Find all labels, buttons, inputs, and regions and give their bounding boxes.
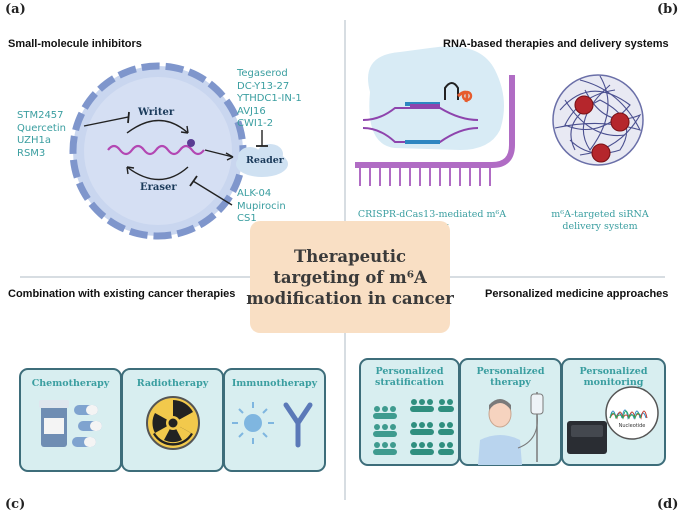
eraser-label: Eraser (140, 182, 177, 193)
crispr-graphic (355, 46, 515, 186)
eraser-inhibitor: Mupirocin (237, 200, 286, 212)
reader-inhibitor: Tegaserod (237, 68, 288, 79)
approach-title-line: therapy (490, 377, 531, 388)
panel-a-title: Small-molecule inhibitors (8, 38, 142, 50)
approach-tiles: Nucleotide (359, 358, 666, 466)
central-theme-box: Therapeutic targeting of m⁶A modificatio… (246, 221, 454, 333)
monitor-nucleotide-label: Nucleotide (619, 423, 646, 429)
therapy-title-immunotherapy: Immunotherapy (231, 378, 318, 389)
therapy-title-chemotherapy: Chemotherapy (31, 378, 110, 389)
writer-label: Writer (138, 107, 175, 118)
approach-title-line: Personalized (579, 366, 648, 377)
writer-inhibitor: Quercetin (17, 122, 66, 134)
approach-title-line: Personalized (375, 366, 444, 377)
approach-title-monitoring: Personalized monitoring (562, 366, 665, 388)
m6a-mark (187, 139, 195, 147)
rna-strand (107, 144, 205, 156)
sirna-nanoparticle (552, 74, 644, 166)
therapy-tiles (19, 368, 326, 472)
nucleus-graphic (69, 62, 247, 240)
eraser-inhibitor: CS1 (237, 213, 257, 224)
eraser-inhibitor: ALK-04 (237, 188, 272, 199)
panel-c-label: (c) (5, 497, 26, 512)
writer-inhibitor: RSM3 (17, 147, 46, 159)
eraser-inhibitor-list: ALK-04 Mupirocin CS1 (237, 188, 286, 226)
reader-inhibitor: CWI1-2 (237, 118, 274, 129)
panel-d-label: (d) (657, 497, 679, 512)
reader-inhibitor: YTHDC1-IN-1 (237, 93, 302, 104)
therapy-title-radiotherapy: Radiotherapy (136, 378, 209, 389)
panel-a-label: (a) (5, 2, 26, 17)
sirna-caption-line: delivery system (562, 221, 638, 232)
sirna-caption: m⁶A-targeted siRNA delivery system (540, 209, 660, 233)
writer-inhibitor: STM2457 (17, 110, 64, 121)
sirna-caption-line: m⁶A-targeted siRNA (551, 209, 649, 220)
approach-title-therapy: Personalized therapy (460, 366, 561, 388)
panel-b-label: (b) (657, 2, 679, 17)
reader-label: Reader (246, 155, 284, 166)
panel-b-title: RNA-based therapies and delivery systems (443, 38, 669, 50)
panel-c-title: Combination with existing cancer therapi… (8, 288, 236, 300)
approach-title-line: monitoring (583, 377, 644, 388)
crispr-caption-line: CRISPR-dCas13-mediated m⁶A (357, 209, 507, 220)
writer-inhibitor-list: STM2457 Quercetin UZH1a RSM3 (17, 110, 66, 160)
approach-title-line: stratification (375, 377, 444, 388)
central-theme-line: modification in cancer (246, 288, 454, 308)
panel-d-title: Personalized medicine approaches (485, 288, 669, 300)
reader-inhibitor: DC-Y13-27 (237, 80, 290, 92)
approach-title-line: Personalized (476, 366, 545, 377)
central-theme-line: targeting of m⁶A (273, 267, 427, 287)
central-theme-line: Therapeutic (293, 246, 407, 266)
approach-title-stratification: Personalized stratification (360, 366, 459, 388)
reader-inhibitor-list: Tegaserod DC-Y13-27 YTHDC1-IN-1 AVJ16 CW… (237, 68, 302, 131)
reader-cloud (236, 144, 288, 177)
reader-inhibitor: AVJ16 (237, 105, 266, 117)
eraser-inhibition-line (192, 180, 233, 206)
writer-inhibition-line (83, 116, 129, 127)
writer-inhibitor: UZH1a (17, 135, 52, 146)
